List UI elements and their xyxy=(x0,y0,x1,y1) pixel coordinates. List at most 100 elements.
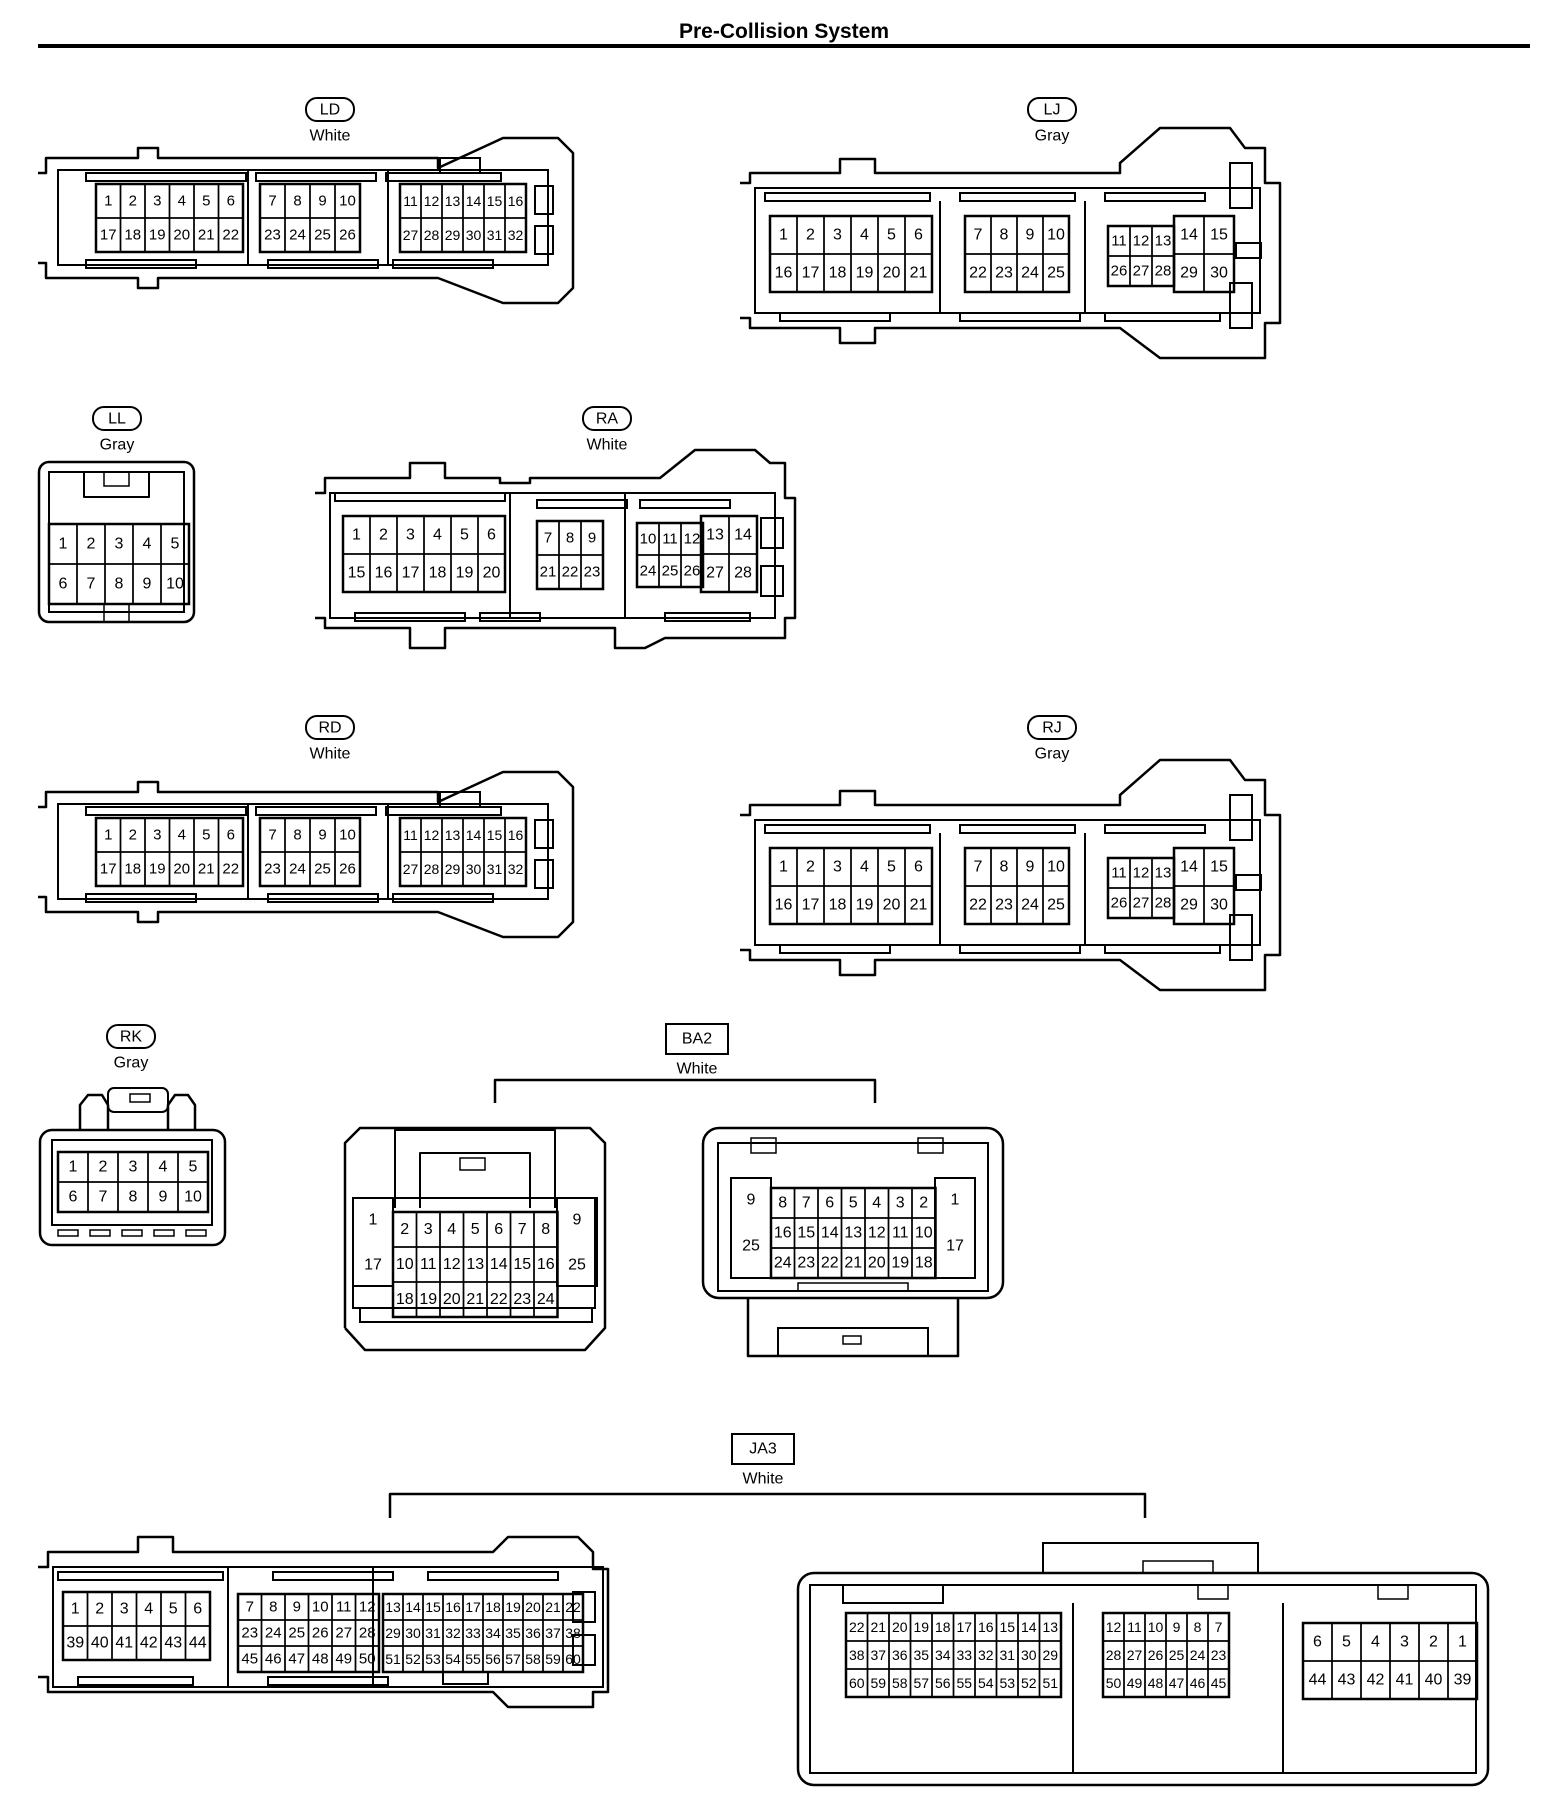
pin-label: 17 xyxy=(802,265,820,282)
outline-shape xyxy=(51,1139,213,1226)
pin-label: 5 xyxy=(849,1195,858,1212)
pin-label: 30 xyxy=(405,1625,421,1641)
pin-label: 5 xyxy=(202,193,210,210)
outline-shape xyxy=(334,217,361,253)
pin-label: 23 xyxy=(584,564,601,581)
pin-label: 2 xyxy=(806,859,815,876)
pin-label: 20 xyxy=(883,897,901,914)
pin-label: 4 xyxy=(143,536,152,553)
pin-label: 29 xyxy=(1042,1647,1058,1663)
pin-label: 23 xyxy=(264,861,281,878)
pin-label: 20 xyxy=(525,1599,541,1615)
pin-label: 6 xyxy=(227,827,235,844)
outline-shape xyxy=(427,1571,559,1581)
pin-label: 37 xyxy=(870,1647,886,1663)
pin-label: 41 xyxy=(115,1635,133,1652)
pin-label: 11 xyxy=(1127,1619,1142,1635)
connector-code: RA xyxy=(596,411,619,428)
pin-label: 8 xyxy=(129,1189,138,1206)
pin-label: 6 xyxy=(914,859,923,876)
pin-label: 11 xyxy=(662,531,678,548)
pin-label: 17 xyxy=(802,897,820,914)
pin-label: 23 xyxy=(241,1625,258,1642)
outline-shape xyxy=(740,758,1282,992)
pin-label: 1 xyxy=(779,859,788,876)
outline-shape xyxy=(639,499,731,509)
pin-label: 28 xyxy=(424,227,440,243)
pin-label: 44 xyxy=(1309,1672,1327,1689)
connector-color: White xyxy=(310,746,351,763)
outline-shape xyxy=(329,492,776,619)
pin-label: 8 xyxy=(1000,859,1009,876)
pin-label: 25 xyxy=(314,861,331,878)
outline-shape xyxy=(764,192,931,202)
pin-label: 4 xyxy=(860,227,869,244)
connector-code: LL xyxy=(108,411,126,428)
pin-label: 26 xyxy=(339,861,356,878)
pin-label: 31 xyxy=(487,227,503,243)
pin-label: 14 xyxy=(405,1599,421,1615)
pin-label: 16 xyxy=(375,565,393,582)
outline-shape xyxy=(85,893,197,903)
pin-label: 33 xyxy=(465,1625,481,1641)
outline-shape xyxy=(740,126,1282,360)
outline-shape xyxy=(57,169,549,266)
outline-shape xyxy=(78,1093,110,1130)
bracket-ba2 xyxy=(493,1078,877,1103)
outline-shape xyxy=(534,819,554,849)
pin-label: 11 xyxy=(1111,865,1127,882)
pin-label: 27 xyxy=(403,861,419,877)
outline-shape xyxy=(38,1128,227,1247)
pin-label: 10 xyxy=(915,1225,933,1242)
pin-label: 29 xyxy=(445,861,461,877)
outline-shape xyxy=(392,893,494,903)
outline-shape xyxy=(533,1281,559,1318)
pin-label: 11 xyxy=(420,1256,437,1273)
outline-shape xyxy=(392,259,494,269)
pin-label: 59 xyxy=(545,1651,561,1667)
pin-label: 7 xyxy=(268,193,276,210)
pin-label: 47 xyxy=(288,1651,305,1668)
pin-label: 21 xyxy=(910,897,928,914)
pin-label: 60 xyxy=(849,1675,865,1691)
pin-label: 40 xyxy=(1425,1672,1443,1689)
pin-label: 40 xyxy=(91,1635,109,1652)
pin-label: 9 xyxy=(747,1192,756,1209)
pin-label: 55 xyxy=(956,1675,972,1691)
pin-label: 20 xyxy=(443,1291,461,1308)
pin-label: 26 xyxy=(1148,1647,1164,1663)
pin-label: 32 xyxy=(508,861,524,877)
pin-label: 10 xyxy=(166,576,184,593)
outline-shape xyxy=(106,1024,156,1049)
pin-label: 30 xyxy=(1210,897,1228,914)
outline-shape xyxy=(562,1645,584,1673)
pin-label: 5 xyxy=(887,227,896,244)
pin-label: 5 xyxy=(460,527,469,544)
pin-label: 1 xyxy=(104,827,112,844)
outline-shape xyxy=(764,824,931,834)
outline-shape xyxy=(57,1229,79,1237)
outline-shape xyxy=(85,172,247,182)
pin-label: 29 xyxy=(445,227,461,243)
pin-label: 12 xyxy=(424,193,440,209)
pin-label: 22 xyxy=(849,1619,865,1635)
pin-label: 4 xyxy=(447,1221,456,1238)
pin-label: 2 xyxy=(87,536,96,553)
outline-shape xyxy=(1203,885,1235,925)
outline-shape xyxy=(1229,794,1253,841)
outline-shape xyxy=(185,1229,207,1237)
pin-label: 19 xyxy=(419,1291,437,1308)
pin-label: 9 xyxy=(588,530,596,547)
pin-label: 13 xyxy=(385,1599,401,1615)
outline-shape xyxy=(388,1492,1147,1518)
pin-label: 27 xyxy=(403,227,419,243)
pin-label: 28 xyxy=(1155,263,1172,280)
